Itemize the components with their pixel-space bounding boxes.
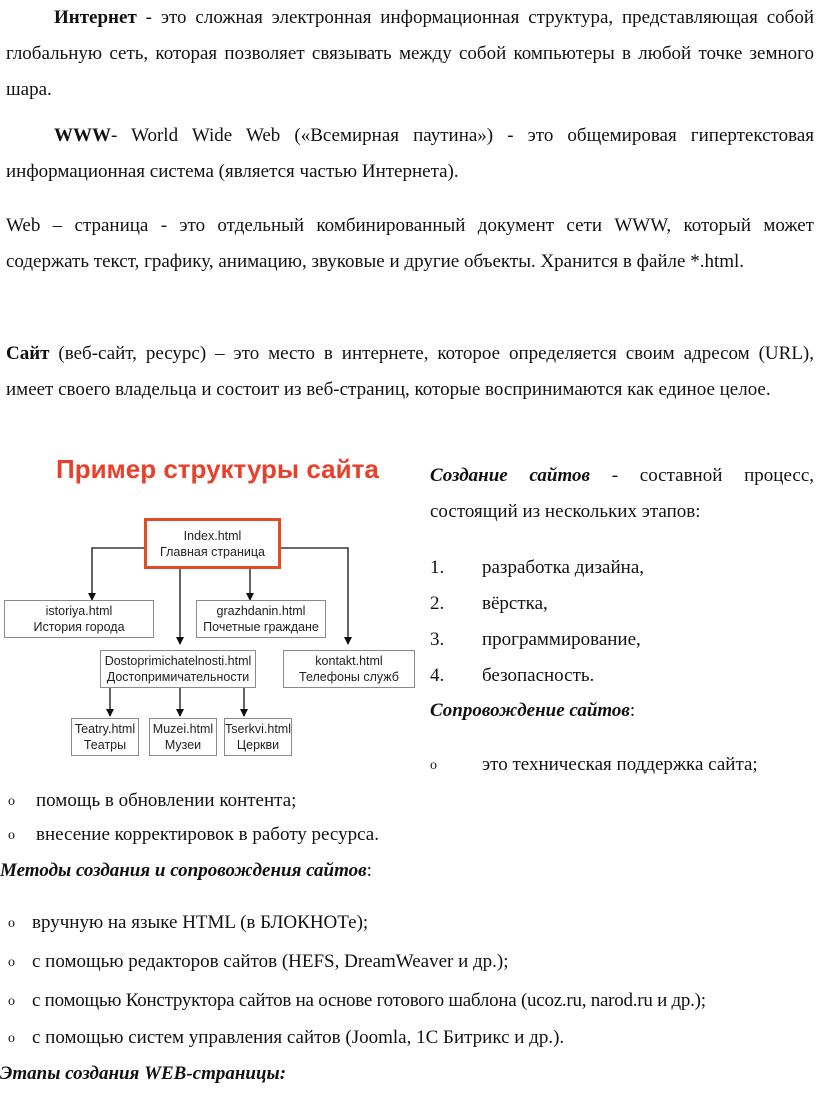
- paragraph-site-text: (веб-сайт, ресурс) – это место в интерне…: [6, 343, 814, 400]
- methods-colon: :: [366, 860, 372, 881]
- bullet-marker: o: [8, 916, 15, 931]
- box-muzei-label: Музеи: [164, 738, 202, 752]
- support-item: внесение корректировок в работу ресурса.: [36, 824, 379, 845]
- step-number: 1.: [430, 557, 445, 578]
- box-grazhdanin-file: grazhdanin.html: [216, 604, 306, 618]
- list-item: o с помощью Конструктора сайтов на основ…: [8, 983, 814, 1019]
- step-text: программирование,: [482, 629, 641, 650]
- connector-istoriya: [88, 544, 151, 601]
- method-item: с помощью редакторов сайтов (HEFS, Dream…: [32, 951, 509, 972]
- creation-steps-list: 1. разработка дизайна, 2. вёрстка, 3. прогр…: [430, 550, 814, 694]
- box-index-file: Index.html: [183, 529, 242, 543]
- box-kontakt-file: kontakt.html: [315, 654, 383, 668]
- list-item: 4. безопасность.: [430, 658, 814, 694]
- paragraph-webpage: Web – страница - это отдельный комбиниро…: [6, 208, 814, 280]
- bullet-marker: o: [8, 794, 15, 809]
- stages-heading-line: Этапы создания WEB-страницы:: [0, 1056, 286, 1092]
- creation-paragraph: Создание сайтов - составной процесс, сос…: [430, 458, 814, 530]
- box-grazhdanin: grazhdanin.html Почетные граждане: [196, 600, 326, 638]
- list-item: o с помощью редакторов сайтов (HEFS, Dre…: [8, 944, 814, 980]
- method-item: с помощью Конструктора сайтов на основе …: [32, 990, 706, 1011]
- site-structure-diagram: Пример структуры сайта: [0, 452, 420, 772]
- step-number: 4.: [430, 665, 445, 686]
- step-number: 3.: [430, 629, 445, 650]
- methods-heading-line: Методы создания и сопровождения сайтов:: [0, 853, 372, 889]
- method-item: с помощью систем управления сайтов (Joom…: [32, 1027, 565, 1048]
- list-item: o с помощью систем управления сайтов (Jo…: [8, 1020, 814, 1056]
- list-item: o это техническая поддержка сайта;: [430, 747, 814, 783]
- box-kontakt-label: Телефоны служб: [299, 670, 399, 684]
- box-istoriya: istoriya.html История города: [4, 600, 154, 638]
- creation-block: Создание сайтов - составной процесс, сос…: [430, 458, 814, 530]
- support-item: помощь в обновлении контента;: [36, 790, 297, 811]
- step-text: разработка дизайна,: [482, 557, 645, 578]
- support-colon: :: [629, 700, 636, 721]
- stages-heading: Этапы создания WEB-страницы:: [0, 1063, 287, 1084]
- diagram-connectors: [88, 544, 352, 717]
- list-item: o вручную на языке HTML (в БЛОКНОТе);: [8, 905, 814, 941]
- paragraph-webpage-text: Web – страница - это отдельный комбиниро…: [6, 215, 814, 272]
- paragraph-site: Сайт (веб-сайт, ресурс) – это место в ин…: [6, 336, 814, 408]
- methods-heading: Методы создания и сопровождения сайтов: [0, 860, 367, 881]
- paragraph-internet: Интернет - это сложная электронная инфор…: [6, 0, 814, 108]
- diagram-title: Пример структуры сайта: [56, 454, 379, 484]
- creation-heading: Создание сайтов: [430, 465, 590, 486]
- box-dostop: Dostoprimichatelnosti.html Достопримичат…: [100, 650, 256, 688]
- box-tserkvi: Tserkvi.html Церкви: [224, 718, 292, 756]
- bullet-marker: o: [8, 994, 15, 1009]
- paragraph-www: WWW- World Wide Web («Всемирная паутина»…: [6, 118, 814, 190]
- list-item: o внесение корректировок в работу ресурс…: [8, 817, 808, 853]
- bullet-marker: o: [430, 758, 437, 773]
- box-grazhdanin-label: Почетные граждане: [203, 620, 319, 634]
- paragraph-internet-text: - это сложная электронная информационная…: [6, 7, 814, 100]
- box-dostop-label: Достопримичательности: [106, 670, 250, 684]
- bullet-marker: o: [8, 1031, 15, 1046]
- box-index-label: Главная страница: [160, 545, 265, 559]
- support-heading: Сопровождение сайтов: [430, 700, 630, 721]
- term-internet: Интернет: [54, 7, 137, 28]
- list-item: 3. программирование,: [430, 622, 814, 658]
- creation-text: - составной процесс, состоящий из нескол…: [430, 465, 814, 522]
- box-muzei: Muzei.html Музеи: [149, 718, 217, 756]
- list-item: o помощь в обновлении контента;: [8, 783, 808, 819]
- box-istoriya-file: istoriya.html: [45, 604, 113, 618]
- list-item: 2. вёрстка,: [430, 586, 814, 622]
- list-item: 1. разработка дизайна,: [430, 550, 814, 586]
- bullet-marker: o: [8, 955, 15, 970]
- box-tserkvi-file: Tserkvi.html: [225, 722, 291, 736]
- box-dostop-file: Dostoprimichatelnosti.html: [104, 654, 252, 668]
- box-index: Index.html Главная страница: [144, 518, 281, 569]
- box-tserkvi-label: Церкви: [236, 738, 280, 752]
- paragraph-www-text: - World Wide Web («Всемирная паутина») -…: [6, 125, 814, 182]
- box-teatry-label: Театры: [83, 738, 127, 752]
- step-number: 2.: [430, 593, 445, 614]
- step-text: безопасность.: [482, 665, 595, 686]
- method-item: вручную на языке HTML (в БЛОКНОТе);: [32, 912, 369, 933]
- box-teatry-file: Teatry.html: [74, 722, 136, 736]
- term-site: Сайт: [6, 343, 50, 364]
- support-item: это техническая поддержка сайта;: [482, 754, 758, 775]
- bullet-marker: o: [8, 828, 15, 843]
- box-kontakt: kontakt.html Телефоны служб: [283, 650, 415, 688]
- step-text: вёрстка,: [482, 593, 548, 614]
- box-muzei-file: Muzei.html: [152, 722, 214, 736]
- connector-kontakt: [274, 544, 352, 645]
- support-heading-line: Сопровождение сайтов:: [430, 693, 635, 729]
- box-istoriya-label: История города: [33, 620, 125, 634]
- box-teatry: Teatry.html Театры: [71, 718, 139, 756]
- term-www: WWW: [54, 125, 111, 146]
